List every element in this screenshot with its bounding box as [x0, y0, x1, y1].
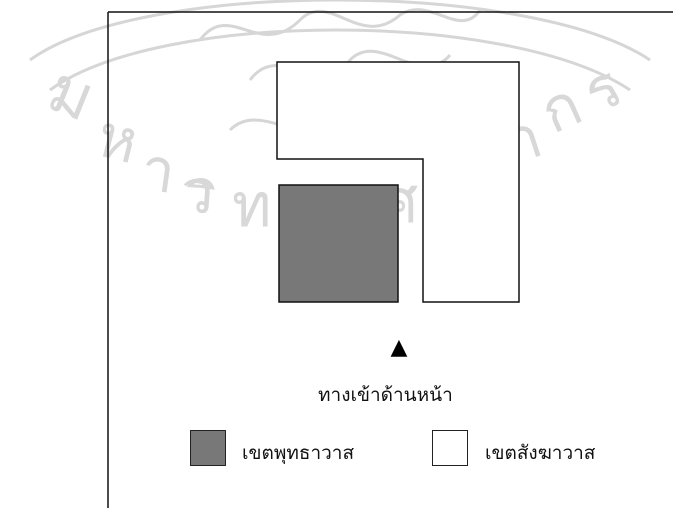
legend-sanghawat-swatch	[432, 430, 468, 466]
entrance-label: ทางเข้าด้านหน้า	[318, 384, 453, 406]
svg-text:ม: ม	[38, 52, 105, 136]
entrance-arrow-icon: ▲	[391, 335, 408, 360]
sanghawat-zone	[276, 61, 520, 303]
svg-text:ว: ว	[178, 156, 217, 228]
svg-text:ท: ท	[232, 171, 272, 241]
legend-buddhawat-label: เขตพุทธาวาส	[242, 442, 355, 464]
svg-text:า: า	[137, 134, 180, 208]
legend-sanghawat-label: เขตสังฆาวาส	[485, 442, 596, 464]
legend-buddhawat-swatch	[190, 430, 226, 466]
svg-text:ห: ห	[90, 101, 145, 178]
buddhawat-zone	[278, 184, 399, 303]
